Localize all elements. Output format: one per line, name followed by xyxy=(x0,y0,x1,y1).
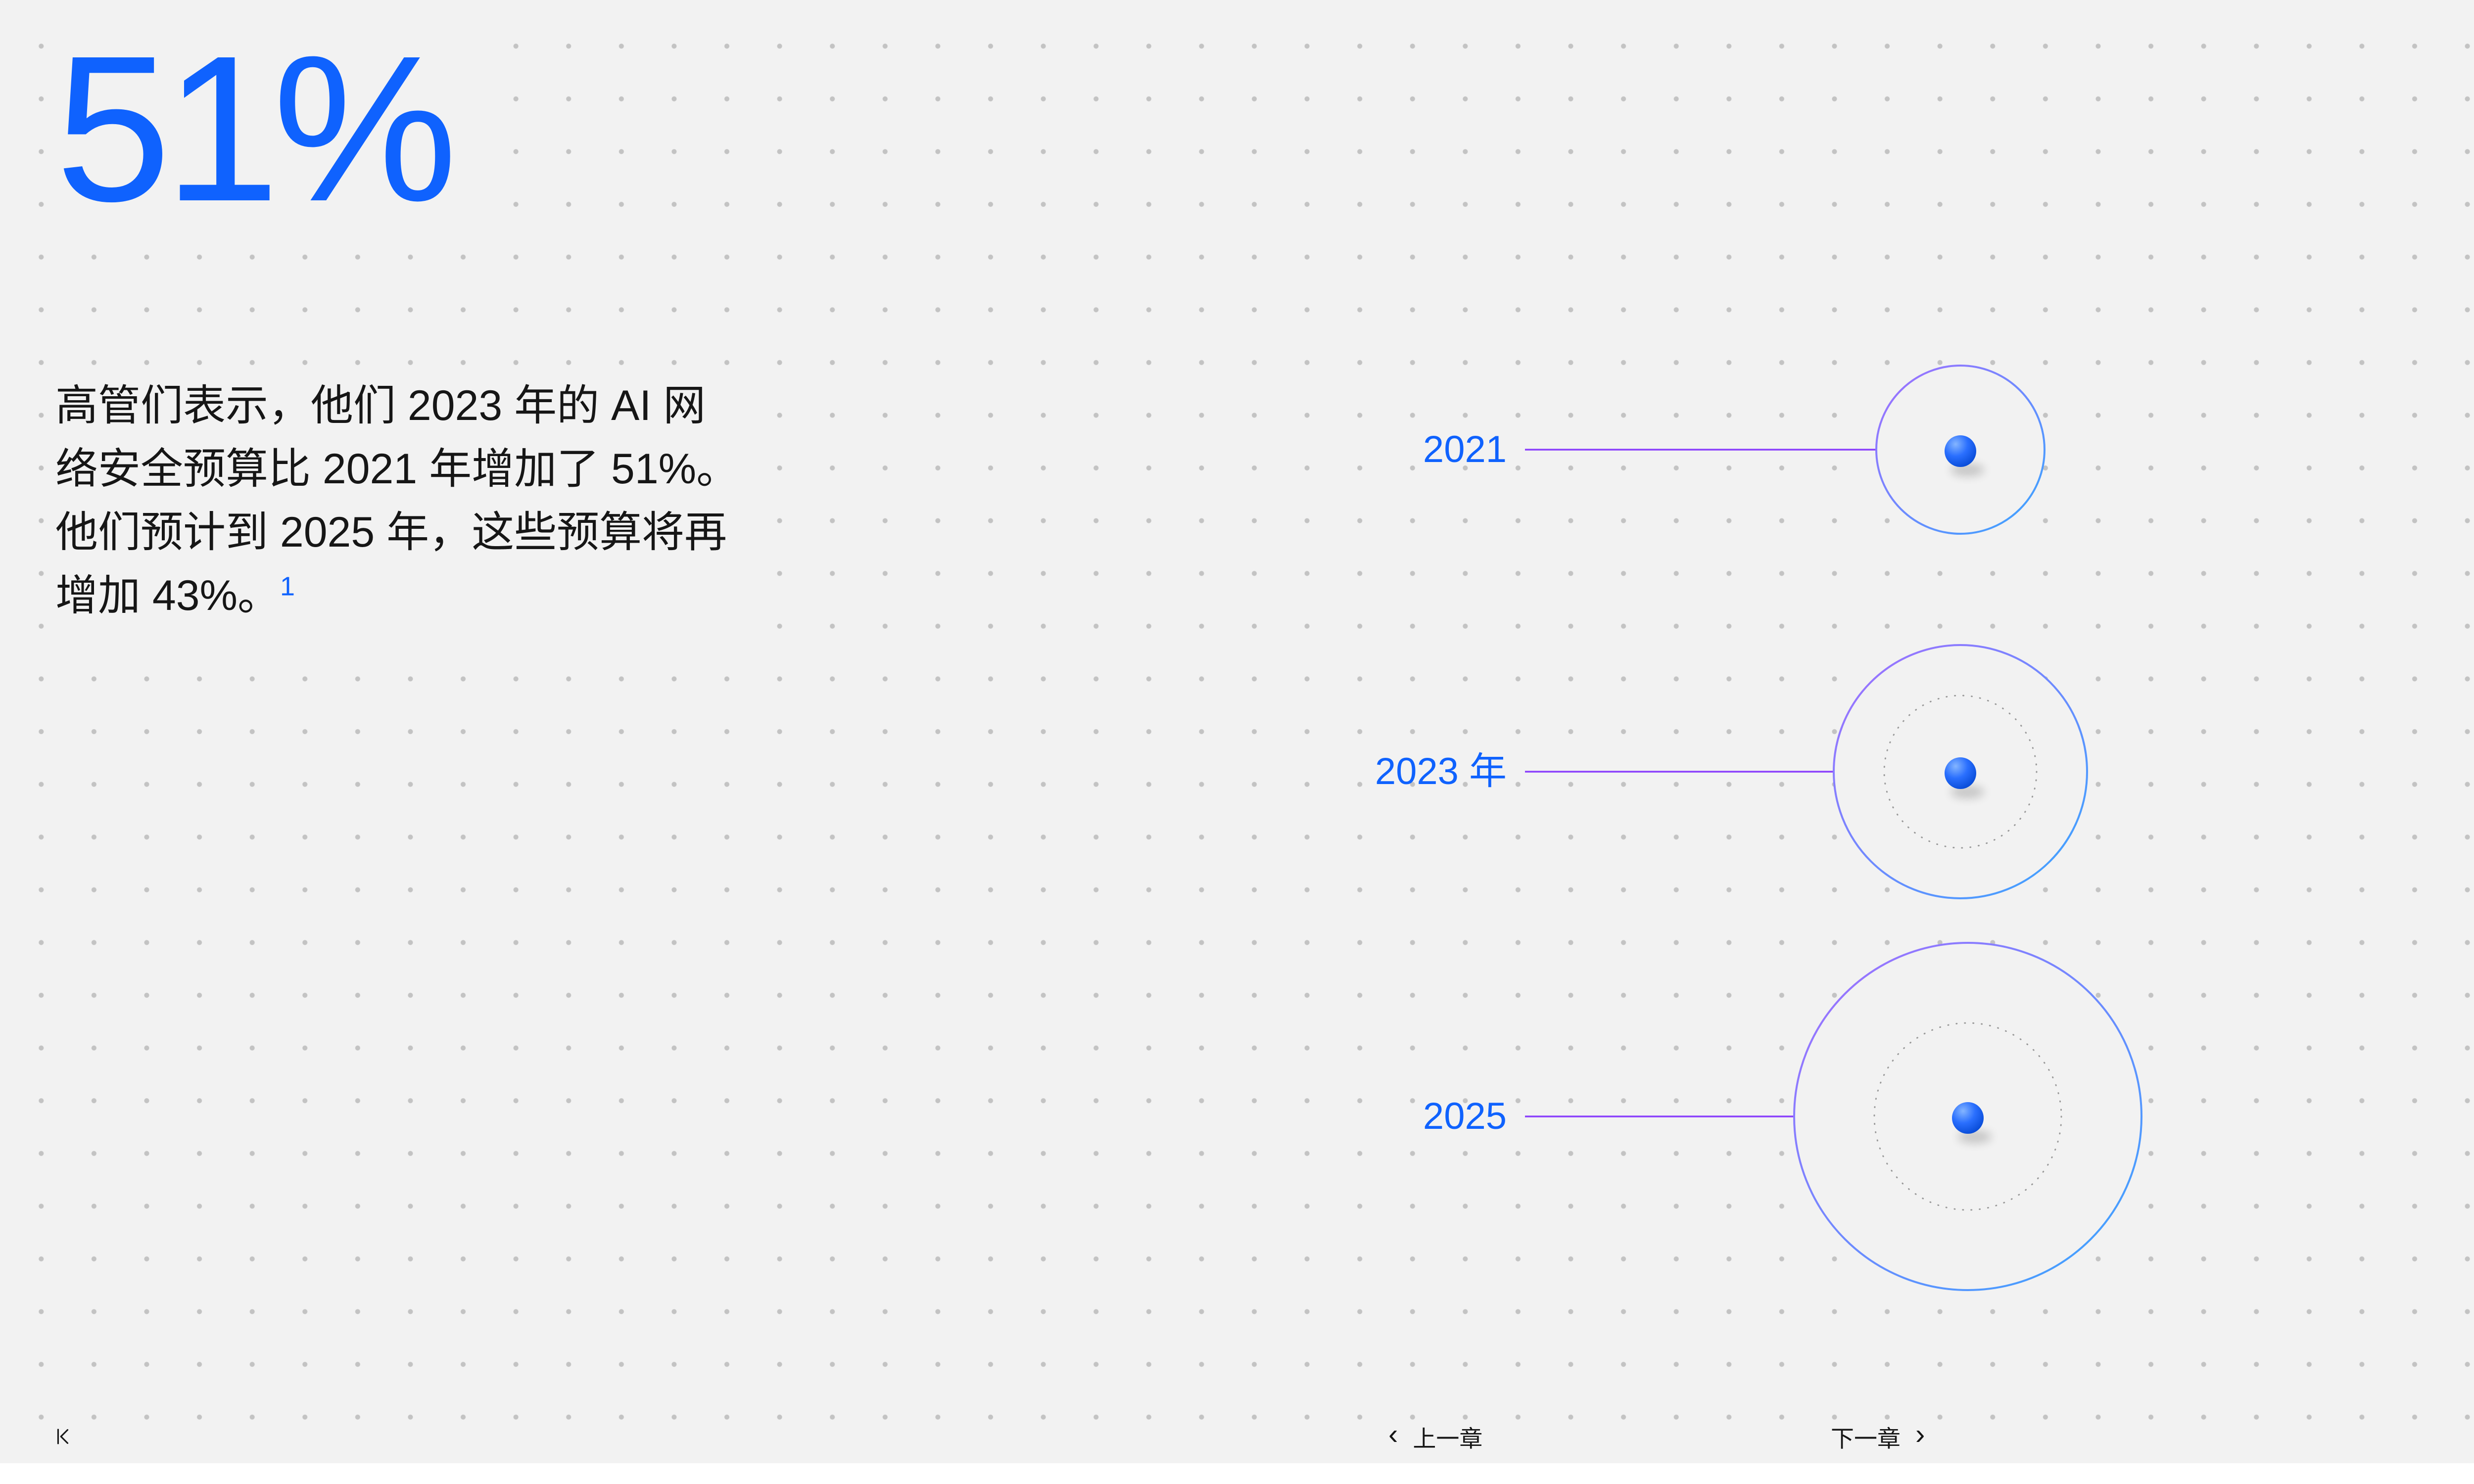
chevron-right-icon: › xyxy=(1915,1418,1925,1450)
bubble-group-2023 xyxy=(1525,644,2088,899)
next-chapter-label: 下一章 xyxy=(1831,1425,1901,1452)
bubble-label-2021: 2021 xyxy=(1423,428,1507,470)
intro-line: 他们预计到 2025 年，这些预算将再 xyxy=(55,509,727,556)
intro-line: 增加 43%。 xyxy=(55,572,281,619)
intro-line: 络安全预算比 2021 年增加了 51%。 xyxy=(55,445,739,493)
bubble-group-2025 xyxy=(1525,942,2142,1291)
bottom-white-strip xyxy=(0,1463,2474,1484)
data-sphere-2021 xyxy=(1945,435,1976,467)
inner-dotted-ring-2023 xyxy=(1883,695,2038,849)
data-sphere-2023 xyxy=(1945,757,1976,789)
bubble-label-2025: 2025 xyxy=(1423,1095,1507,1137)
first-page-button[interactable] xyxy=(51,1413,74,1460)
skip-to-first-icon xyxy=(57,1429,69,1444)
intro-line: 高管们表示，他们 2023 年的 AI 网 xyxy=(55,382,706,429)
bubble-group-2021 xyxy=(1525,365,2046,535)
inner-dotted-ring-2025 xyxy=(1873,1022,2062,1211)
prev-chapter-label: 上一章 xyxy=(1413,1425,1483,1452)
next-chapter-button[interactable]: 下一章 › xyxy=(1831,1413,1925,1460)
footnote-marker: 1 xyxy=(280,571,295,602)
data-sphere-2025 xyxy=(1952,1102,1984,1134)
intro-paragraph: 高管们表示，他们 2023 年的 AI 网 络安全预算比 2021 年增加了 5… xyxy=(51,372,757,632)
bubble-label-2023: 2023 年 xyxy=(1375,750,1507,792)
headline-statistic: 51% xyxy=(49,20,471,243)
chevron-left-icon: ‹ xyxy=(1388,1418,1398,1450)
prev-chapter-button[interactable]: ‹ 上一章 xyxy=(1388,1413,1482,1460)
